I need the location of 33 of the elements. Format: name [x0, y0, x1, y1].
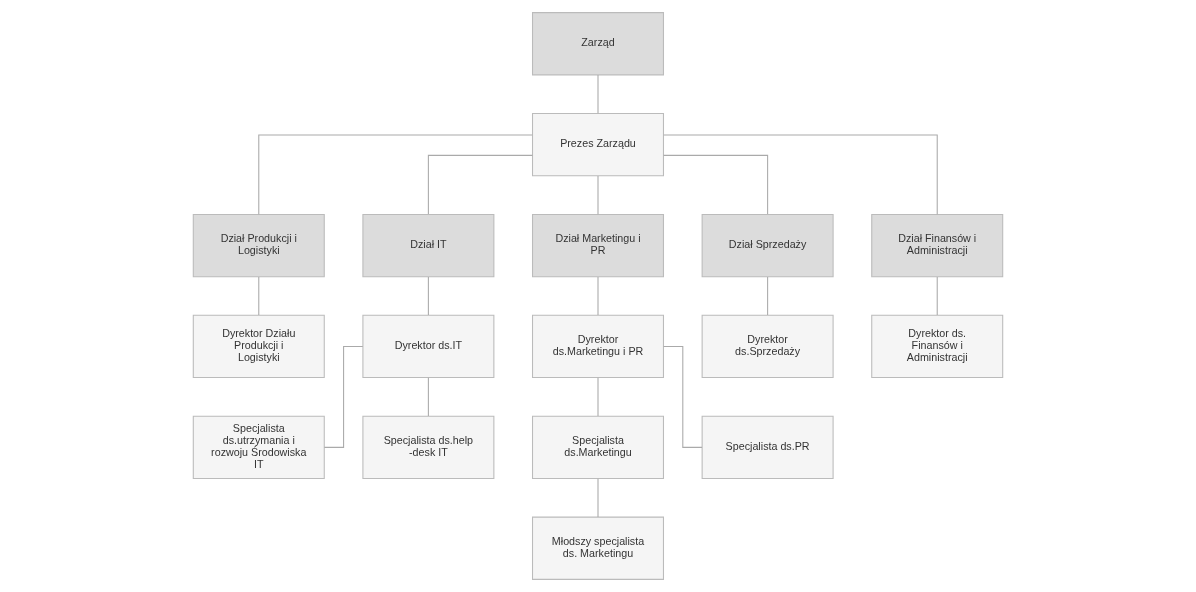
node-box: Dyrektor ds.Sprzedaży — [701, 314, 834, 379]
node-box: Dział Marketingu i PR — [532, 213, 664, 278]
node-box: Dyrektor Działu Produkcji i Logistyki — [192, 314, 325, 379]
node-box: Dyrektor ds.IT — [362, 314, 495, 379]
connector — [427, 377, 429, 417]
node-box: Dział Finansów i Administracji — [871, 213, 1004, 278]
node-box: Zarząd — [532, 12, 664, 76]
connector — [767, 276, 769, 316]
connector — [427, 276, 429, 316]
connector — [597, 175, 599, 215]
connector — [427, 154, 533, 215]
connector — [258, 134, 533, 215]
node-box: Specjalista ds.Marketingu — [532, 415, 664, 480]
node-box: Dział Sprzedaży — [701, 213, 834, 278]
node-box: Dyrektor ds.Marketingu i PR — [532, 314, 664, 379]
node-box: Specjalista ds.PR — [701, 415, 834, 480]
connector — [597, 74, 599, 114]
node-box: Dział Produkcji i Logistyki — [192, 213, 325, 278]
connector — [258, 276, 260, 316]
connector — [936, 276, 938, 316]
connector — [663, 134, 938, 215]
connector — [323, 345, 364, 448]
node-box: Specjalista ds.help -desk IT — [362, 415, 495, 480]
connector — [663, 154, 769, 215]
node-box: Prezes Zarządu — [532, 112, 664, 177]
node-box: Dyrektor ds. Finansów i Administracji — [871, 314, 1004, 379]
connector — [663, 345, 703, 448]
node-box: Dział IT — [362, 213, 495, 278]
connector — [597, 478, 599, 518]
node-box: Młodszy specjalista ds. Marketingu — [532, 516, 664, 580]
connector — [597, 276, 599, 316]
node-box: Specjalista ds.utrzymania i rozwoju Środowiska IT — [192, 415, 325, 480]
connector — [597, 377, 599, 417]
